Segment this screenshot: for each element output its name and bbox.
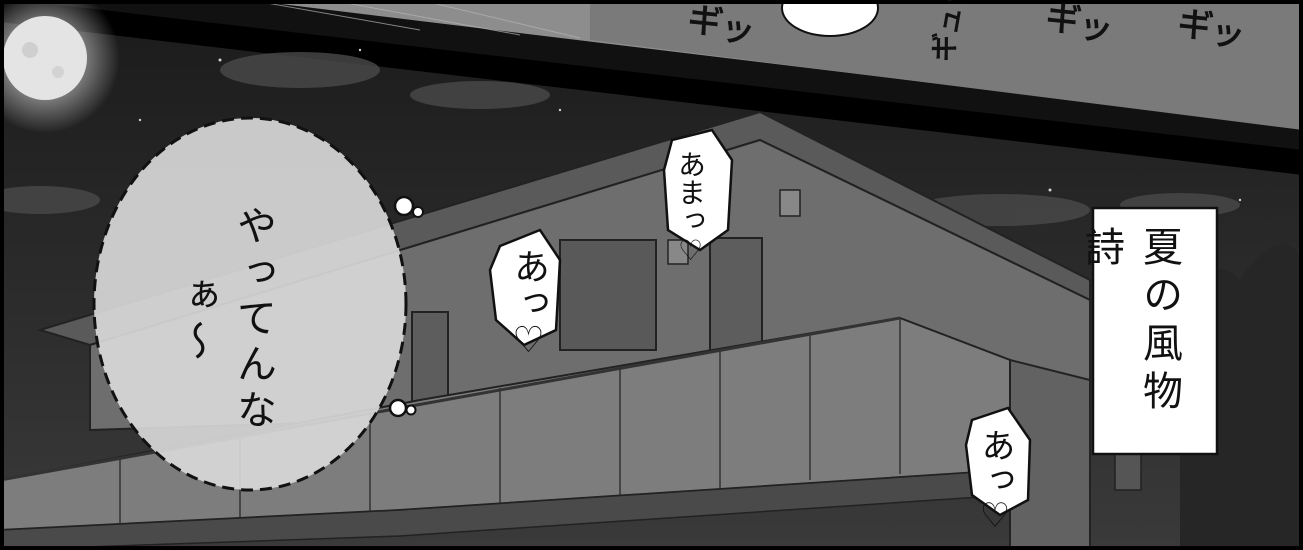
thought-bubble: [92, 116, 408, 492]
sfx-amaa: あまっ♡: [674, 150, 707, 267]
door: [411, 311, 449, 403]
moon: [3, 16, 87, 100]
sfx-bubble: [964, 406, 1032, 517]
thought-bubble-text: やってんなぁ〜: [172, 205, 276, 435]
window: [559, 239, 657, 351]
caption-text: 夏の風物詩: [1078, 226, 1182, 418]
sfx-a-left: あっ♡: [508, 248, 549, 361]
speech-bubble-fragment: [781, 0, 879, 37]
sfx-bubble: [488, 228, 562, 347]
sfx-bubble: [662, 128, 734, 252]
sfx-a-right: あっ♡: [975, 428, 1015, 536]
caption-box: [1091, 206, 1219, 456]
door: [709, 237, 763, 357]
